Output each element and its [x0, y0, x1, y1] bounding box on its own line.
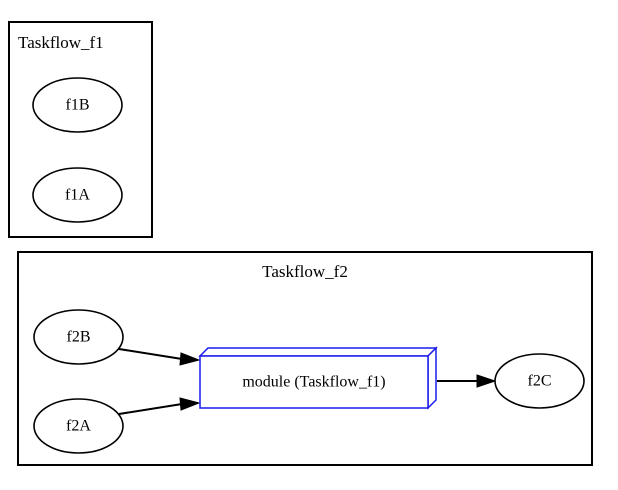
node-f2c-label: f2C [528, 373, 552, 390]
node-f1a-label: f1A [65, 187, 90, 204]
node-f2b[interactable]: f2B [33, 309, 124, 365]
node-f1b-label: f1B [66, 97, 90, 114]
node-module-front-face [199, 355, 429, 409]
node-f1a-shape [32, 167, 123, 223]
node-f2a-label: f2A [66, 418, 91, 435]
edge-module-to-f2c-arrowhead [476, 374, 497, 388]
edge-f2b-to-module-arrowhead [179, 352, 201, 366]
node-module-label: module (Taskflow_f1) [242, 374, 385, 391]
edge-module-to-f2c [437, 374, 497, 388]
edge-f2a-to-module [118, 397, 201, 415]
cluster-taskflow-f1[interactable]: Taskflow_f1 f1B f1A [8, 21, 153, 238]
node-f2a[interactable]: f2A [33, 398, 124, 454]
node-f2b-label: f2B [67, 329, 91, 346]
node-f2c-shape [494, 353, 585, 409]
edge-f2b-to-module [118, 348, 201, 366]
cluster-taskflow-f2[interactable]: Taskflow_f2 f2B f2A [17, 251, 593, 466]
cluster-taskflow-f1-label: Taskflow_f1 [18, 33, 104, 52]
edge-f2a-to-module-arrowhead [179, 397, 201, 411]
node-module-right-face [427, 346, 437, 410]
edge-f2a-to-module-line [118, 403, 183, 415]
node-module-top-face [198, 347, 438, 357]
node-module-taskflow-f1[interactable]: module (Taskflow_f1) [198, 346, 438, 410]
edge-f2b-to-module-line [118, 348, 183, 360]
node-f2a-shape [33, 398, 124, 454]
node-f1a[interactable]: f1A [32, 167, 123, 223]
node-f1b[interactable]: f1B [32, 77, 123, 133]
node-f2c[interactable]: f2C [494, 353, 585, 409]
node-f2b-shape [33, 309, 124, 365]
cluster-taskflow-f2-label: Taskflow_f2 [262, 262, 348, 281]
node-f1b-shape [32, 77, 123, 133]
